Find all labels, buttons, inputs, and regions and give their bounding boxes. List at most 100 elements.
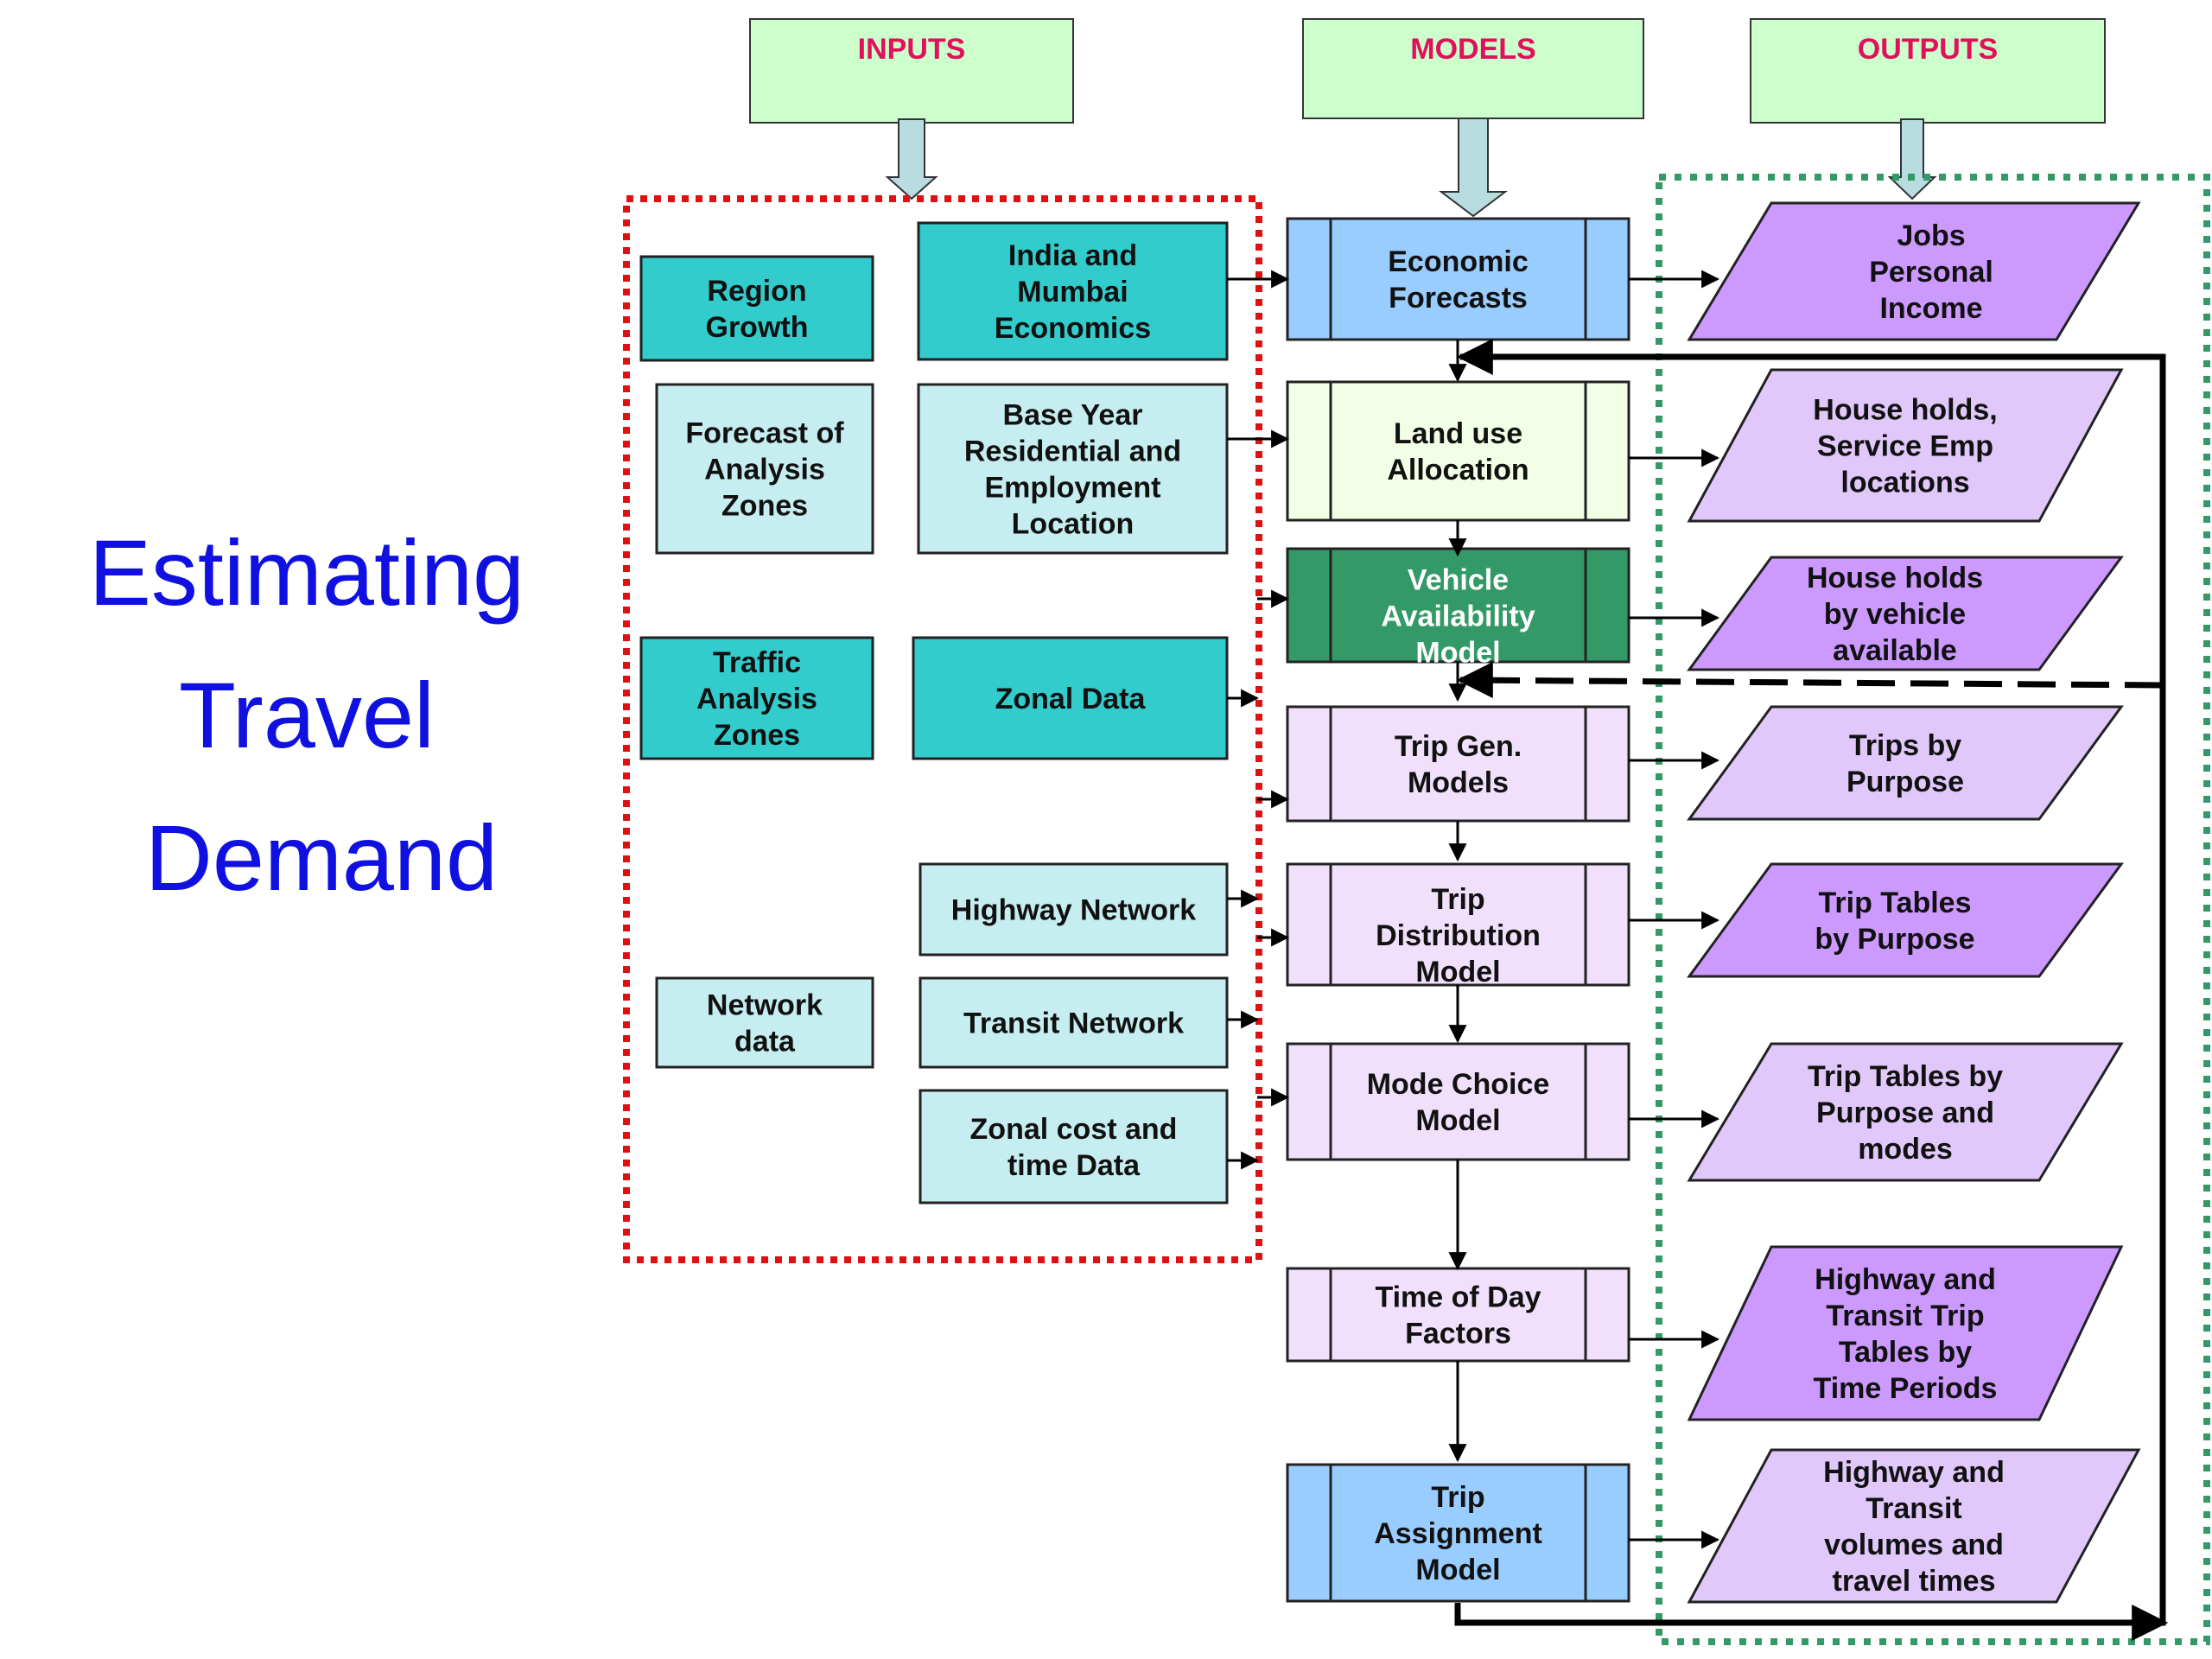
model-box [1286,217,1630,341]
households-service-emp-label-line: locations [1840,467,1969,499]
input-transit-network: Transit Network [918,976,1229,1069]
trip-distribution-label-line: Distribution [1376,919,1541,952]
output-shape [1687,1448,2141,1604]
header-models-arrow [1439,118,1508,218]
input-box [918,862,1229,957]
time-of-day-label-line: Time of Day [1375,1281,1541,1314]
network-data-label-line: data [734,1026,796,1058]
region-growth-label-line: Growth [706,311,809,344]
feedback-dashed-loop [1459,677,2164,689]
highway-transit-trip-tables-label-line: Tables by [1839,1336,1972,1369]
base-year-residential-label-line: Base Year [1003,399,1143,432]
outputs-group-border [1656,174,2210,1645]
households-by-vehicle-label-line: by vehicle [1824,598,1966,631]
output-shape [1687,1245,2124,1421]
page-title: Estimating Travel Demand [89,520,524,910]
title-line-2: Travel [179,663,435,767]
base-year-residential-label-line: Location [1012,508,1135,541]
transit-network-label-line: Transit Network [963,1007,1184,1040]
trip-distribution-label-line: Model [1415,956,1500,988]
highway-transit-trip-tables-label-line: Highway and [1815,1263,1996,1296]
header-inputs-arrow [885,118,938,200]
inputs-group-border [623,195,1262,1263]
base-year-residential-label-line: Residential and [964,435,1181,468]
households-by-vehicle-label-line: available [1833,634,1957,667]
zonal-data-label-line: Zonal Data [995,683,1147,715]
trips-by-purpose-label-line: Purpose [1847,766,1964,798]
model-box [1286,862,1630,987]
input-network-data: Network data [655,976,874,1069]
column-headers: INPUTS MODELS OUTPUTS [749,18,2106,218]
header-models-box [1302,18,1644,119]
input-box [917,221,1229,361]
forecast-analysis-zones-label-line: Forecast of [685,417,844,450]
model-box [1286,705,1630,823]
mode-choice-label-line: Model [1415,1104,1500,1137]
output-shape [1687,862,2124,978]
traffic-analysis-zones-label-line: Analysis [696,683,817,715]
input-zonal-data: Zonal Data [912,636,1229,760]
india-mumbai-economics-label-line: Economics [995,312,1151,345]
highway-transit-trip-tables-label-line: Time Periods [1814,1372,1998,1405]
vehicle-availability-label-line: Availability [1381,601,1535,633]
forecast-analysis-zones-label-line: Zones [721,490,808,523]
output-trips-by-purpose: Trips by Purpose [1687,705,2124,821]
output-connectors [1629,270,1720,1549]
time-of-day-label-line: Factors [1405,1318,1511,1351]
highway-transit-volumes-label-line: volumes and [1824,1529,2004,1561]
traffic-analysis-zones-label-line: Zones [714,719,800,752]
zonal-cost-time-label-line: Zonal cost and [970,1113,1178,1146]
input-highway-network: Highway Network [918,862,1229,957]
input-box [639,255,874,362]
title-line-3: Demand [145,805,498,910]
input-box [918,976,1229,1069]
highway-transit-volumes-label-line: Highway and [1823,1456,2005,1489]
title-line-1: Estimating [89,520,524,625]
model-box [1286,1267,1630,1363]
header-models: MODELS [1410,33,1535,66]
forecast-analysis-zones-label-line: Analysis [704,454,825,486]
input-box [918,1089,1229,1205]
land-use-allocation-label-line: Allocation [1387,454,1529,486]
input-box [912,636,1229,760]
traffic-analysis-zones-label-line: Traffic [713,646,801,679]
households-service-emp-label-line: Service Emp [1817,430,1993,463]
base-year-residential-label-line: Employment [984,472,1160,505]
output-shape [1687,201,2141,341]
header-inputs-box [749,18,1074,124]
mode-choice-label-line: Mode Choice [1367,1068,1550,1101]
jobs-income-label-line: Jobs [1897,219,1965,252]
vehicle-availability-label-line: Vehicle [1408,564,1509,597]
header-outputs-arrow [1887,118,1937,200]
header-outputs: OUTPUTS [1858,33,1998,66]
economic-forecasts-label-line: Economic [1388,245,1528,278]
highway-transit-volumes-label-line: travel times [1833,1565,1996,1598]
jobs-income-label-line: Personal [1869,256,1993,289]
feedback-loops [1454,339,2169,1641]
trip-gen-label-line: Trip Gen. [1395,730,1522,763]
trip-tables-purpose-modes-label-line: Trip Tables by [1808,1060,2003,1093]
trip-assignment-label-line: Trip [1431,1481,1484,1514]
trip-distribution-label-line: Trip [1431,883,1484,916]
trips-by-purpose-label-line: Trips by [1849,729,1961,762]
header-outputs-box [1750,18,2106,124]
india-mumbai-economics-label-line: India and [1008,239,1137,272]
highway-transit-volumes-label-line: Transit [1866,1492,1961,1525]
network-data-label-line: Network [707,989,823,1022]
trip-tables-by-purpose-label-line: by Purpose [1815,923,1974,956]
